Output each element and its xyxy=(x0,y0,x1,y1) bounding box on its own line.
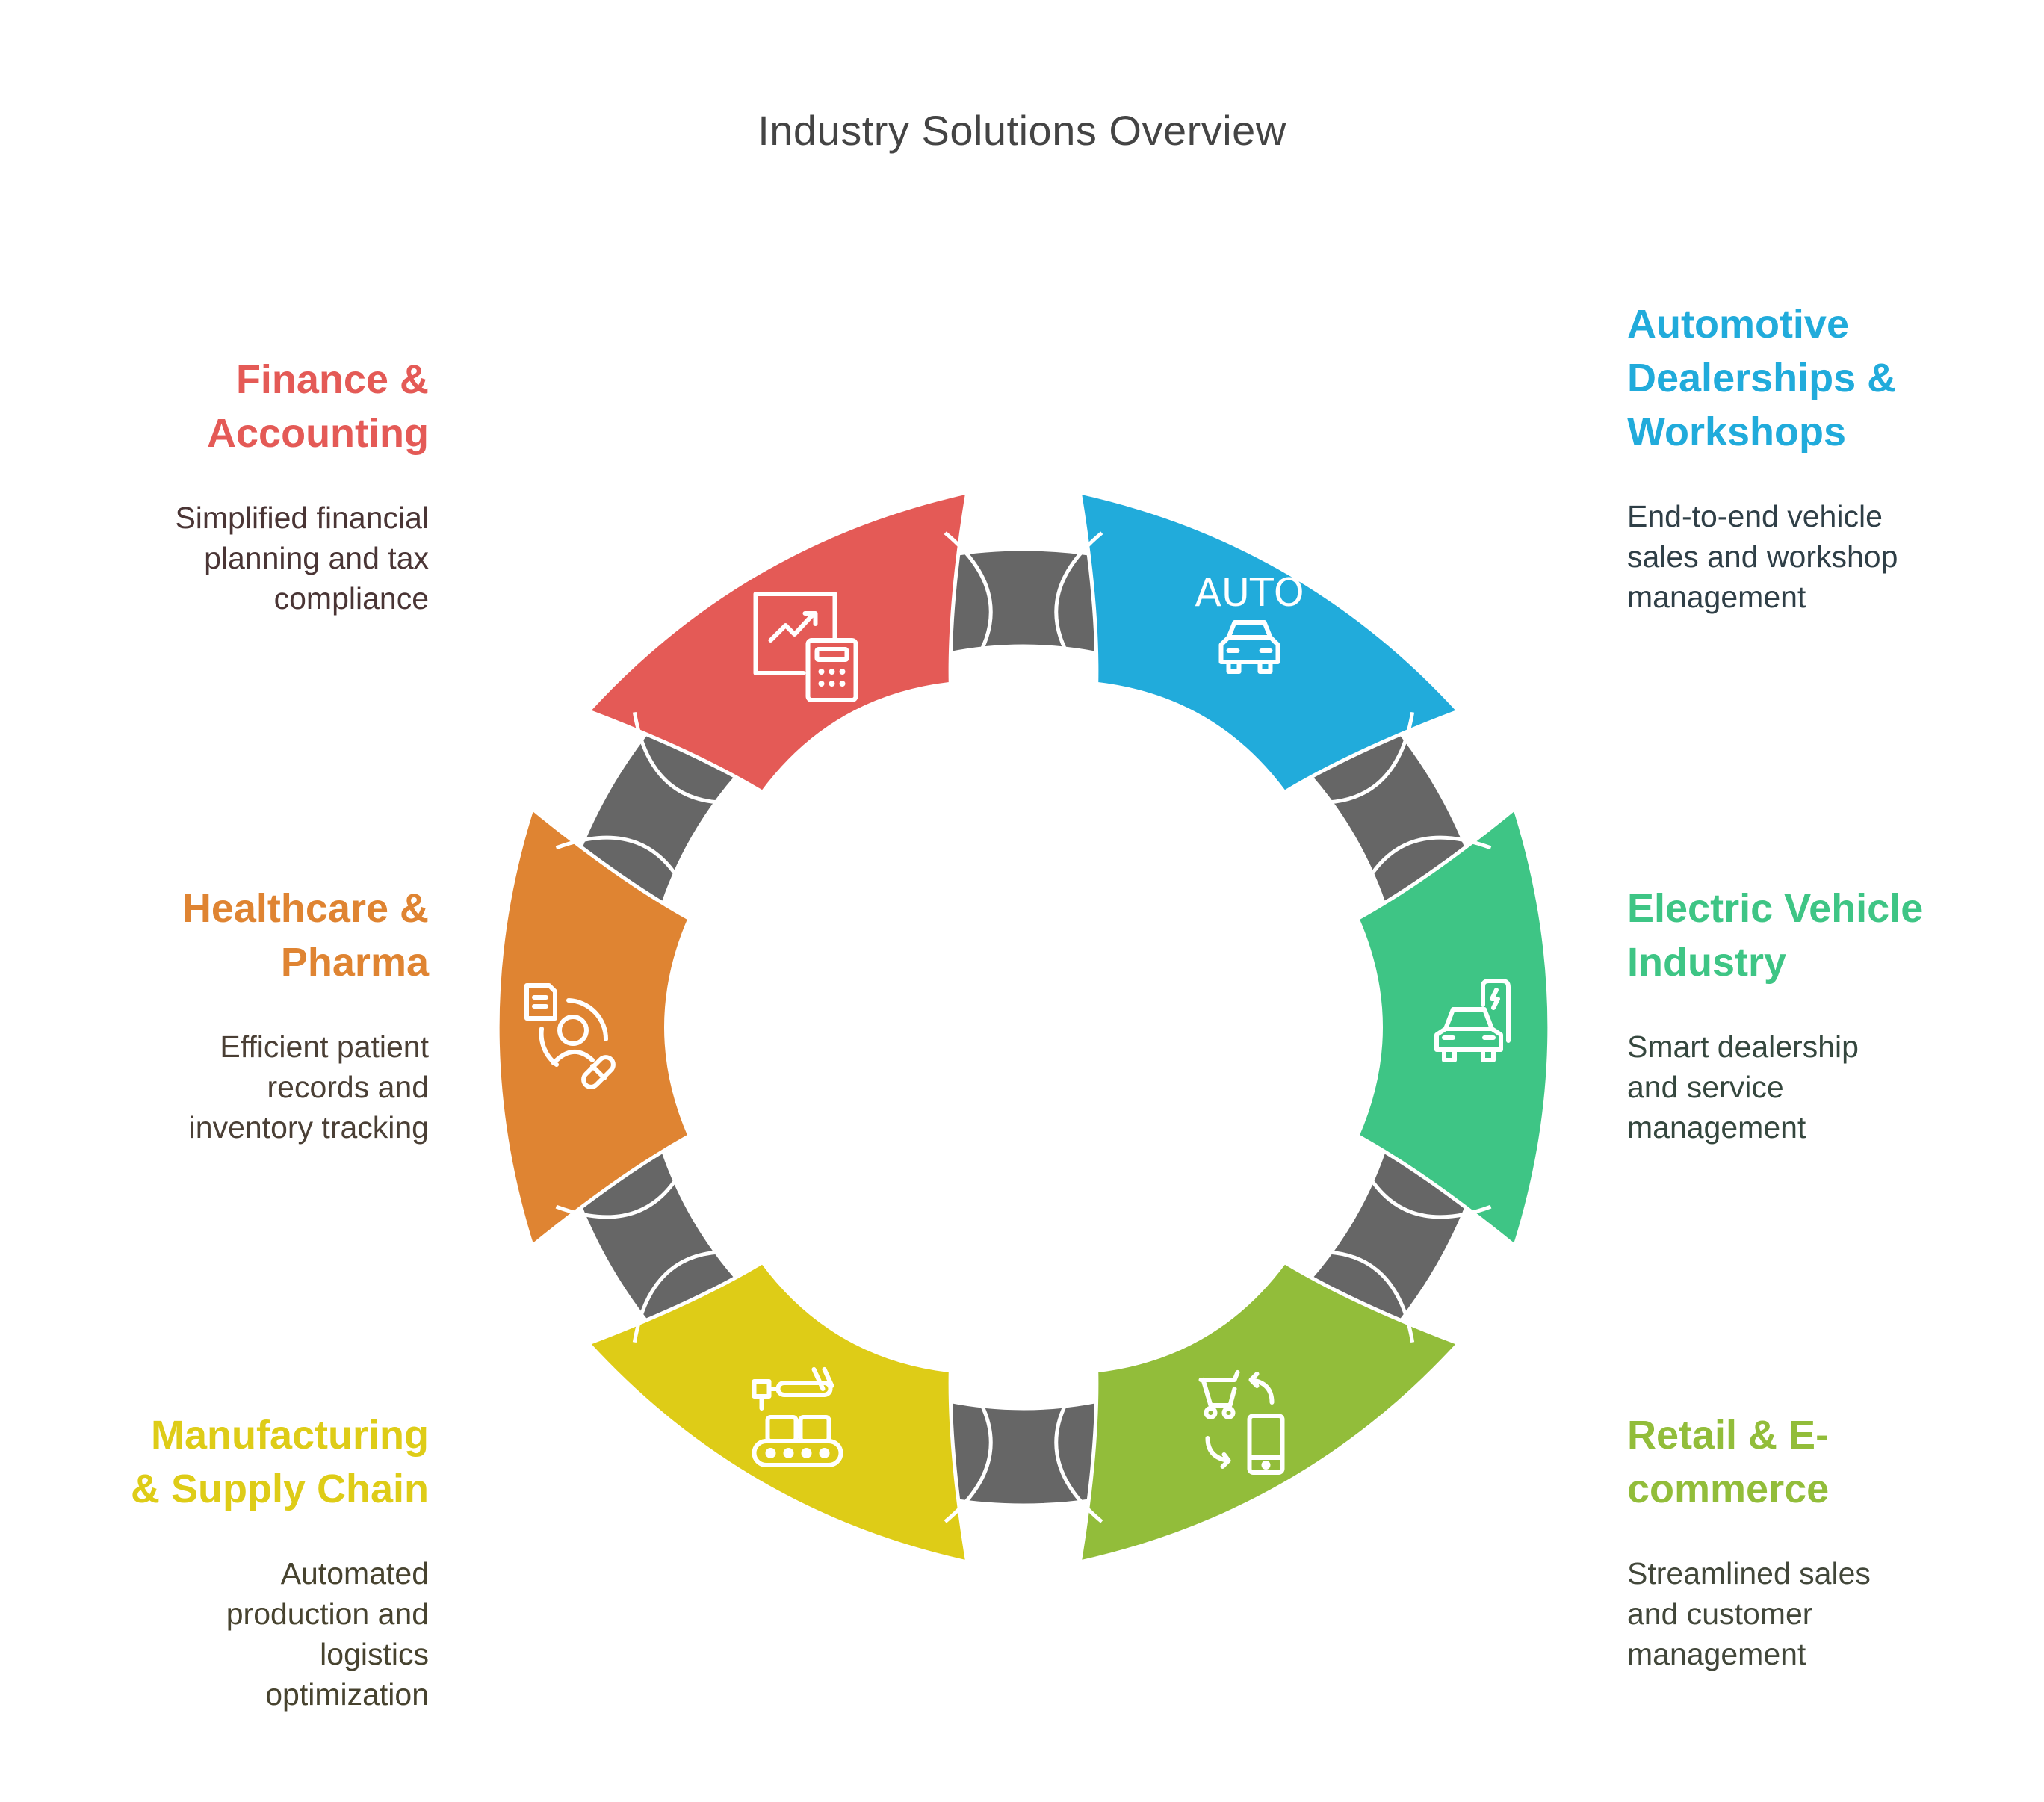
label-title: Automotive Dealerships & Workshops xyxy=(1627,297,1971,459)
segment-fold-line xyxy=(944,531,993,675)
desc-line: and customer xyxy=(1627,1597,1813,1631)
title-line: Automotive xyxy=(1627,302,1849,347)
label-description: Streamlined sales and customer managemen… xyxy=(1627,1553,1971,1674)
label-description: Automated production and logistics optim… xyxy=(85,1553,429,1715)
segment-fold-line xyxy=(1054,1380,1103,1523)
segment-fold-line xyxy=(1356,835,1492,900)
diagram-title: Industry Solutions Overview xyxy=(758,107,1286,154)
desc-line: management xyxy=(1627,1637,1806,1671)
ev-charging-car-icon xyxy=(1434,979,1511,1062)
label-description: Simplified financial planning and tax co… xyxy=(85,498,429,619)
title-line: Electric Vehicle xyxy=(1627,886,1924,931)
label-title: Retail & E- commerce xyxy=(1627,1408,1971,1516)
segment-healthcare xyxy=(495,805,693,1250)
desc-line: Streamlined sales xyxy=(1627,1556,1871,1591)
cart-mobile-exchange-icon xyxy=(1198,1369,1285,1475)
patient-record-pill-icon xyxy=(524,983,616,1089)
desc-line: End-to-end vehicle xyxy=(1627,499,1883,533)
title-line: commerce xyxy=(1627,1467,1830,1511)
title-line: Retail & E- xyxy=(1627,1413,1830,1458)
desc-line: sales and workshop xyxy=(1627,539,1898,574)
label-description: Efficient patient records and inventory … xyxy=(85,1027,429,1148)
title-line: Accounting xyxy=(207,411,429,456)
label-title: Finance & Accounting xyxy=(85,353,429,460)
segment-manufacturing xyxy=(585,1250,993,1565)
title-line: Healthcare & xyxy=(182,886,429,931)
desc-line: compliance xyxy=(273,581,429,616)
label-manufacturing: Manufacturing & Supply Chain Automated p… xyxy=(85,1408,429,1715)
desc-line: inventory tracking xyxy=(188,1110,429,1145)
segment-automotive: AUTO xyxy=(1054,489,1462,805)
segment-fold-line xyxy=(632,711,746,805)
desc-line: Efficient patient xyxy=(220,1030,429,1064)
desc-line: optimization xyxy=(265,1677,429,1712)
title-line: Finance & xyxy=(235,357,429,402)
segment-fold-line xyxy=(1356,1155,1492,1219)
label-healthcare: Healthcare & Pharma Efficient patient re… xyxy=(85,882,429,1148)
segment-finance xyxy=(585,489,993,805)
label-retail: Retail & E- commerce Streamlined sales a… xyxy=(1627,1408,1971,1674)
segment-fold-line xyxy=(1054,531,1103,675)
desc-line: and service xyxy=(1627,1070,1784,1104)
auto-car-icon: AUTO xyxy=(1195,571,1304,675)
segment-fold-line xyxy=(555,835,691,900)
title-line: Workshops xyxy=(1627,409,1847,454)
segment-retail xyxy=(1054,1250,1462,1565)
conveyor-robot-arm-icon xyxy=(752,1366,843,1467)
segment-petal xyxy=(1077,1260,1462,1565)
title-line: & Supply Chain xyxy=(130,1467,429,1511)
label-title: Healthcare & Pharma xyxy=(85,882,429,989)
segment-petal xyxy=(1077,489,1462,795)
desc-line: management xyxy=(1627,1110,1806,1145)
label-title: Manufacturing & Supply Chain xyxy=(85,1408,429,1516)
segment-fold-line xyxy=(555,1155,691,1219)
segment-petal xyxy=(585,1260,970,1565)
segment-electric-vehicle xyxy=(1354,805,1552,1250)
desc-line: planning and tax xyxy=(204,541,429,575)
segment-fold-line xyxy=(632,1250,746,1343)
segment-fold-line xyxy=(944,1380,993,1523)
segment-fold-line xyxy=(1301,1250,1415,1343)
segment-fold-line xyxy=(1301,711,1415,805)
label-electric-vehicle: Electric Vehicle Industry Smart dealersh… xyxy=(1627,882,1971,1148)
title-line: Industry xyxy=(1627,940,1787,985)
label-finance: Finance & Accounting Simplified financia… xyxy=(85,353,429,619)
desc-line: production and xyxy=(226,1597,429,1631)
label-automotive: Automotive Dealerships & Workshops End-t… xyxy=(1627,297,1971,617)
title-line: Pharma xyxy=(280,940,429,985)
title-line: Dealerships & xyxy=(1627,356,1897,400)
label-description: Smart dealership and service management xyxy=(1627,1027,1971,1148)
chart-calculator-icon xyxy=(753,592,858,703)
desc-line: Simplified financial xyxy=(175,501,429,535)
desc-line: management xyxy=(1627,580,1806,614)
desc-line: Automated xyxy=(280,1556,429,1591)
desc-line: logistics xyxy=(320,1637,429,1671)
segment-petal xyxy=(585,489,970,795)
auto-text: AUTO xyxy=(1195,571,1304,616)
segment-petal xyxy=(495,805,693,1250)
title-line: Manufacturing xyxy=(151,1413,429,1458)
desc-line: Smart dealership xyxy=(1627,1030,1859,1064)
desc-line: records and xyxy=(267,1070,429,1104)
label-title: Electric Vehicle Industry xyxy=(1627,882,1971,989)
label-description: End-to-end vehicle sales and workshop ma… xyxy=(1627,496,1971,617)
